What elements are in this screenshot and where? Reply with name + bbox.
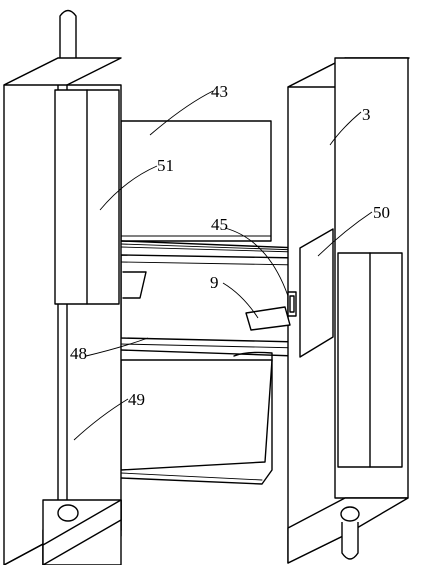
lower-basket: [120, 351, 273, 485]
leader-lines: [73, 90, 373, 441]
left-column: [3, 9, 122, 565]
label-3: 3: [362, 105, 371, 124]
label-45: 45: [211, 215, 228, 234]
label-51: 51: [157, 156, 174, 175]
reference-numerals: 43 51 3 45 50 9 48 49: [70, 82, 390, 409]
back-panel: [120, 120, 301, 253]
middle-tray: [120, 254, 301, 357]
label-9: 9: [210, 273, 219, 292]
right-column: [287, 57, 410, 564]
label-50: 50: [373, 203, 390, 222]
label-48: 48: [70, 344, 87, 363]
block-9: [245, 306, 291, 331]
sensor: [287, 291, 297, 317]
label-49: 49: [128, 390, 145, 409]
sliding-door: [299, 228, 334, 358]
label-43: 43: [211, 82, 228, 101]
